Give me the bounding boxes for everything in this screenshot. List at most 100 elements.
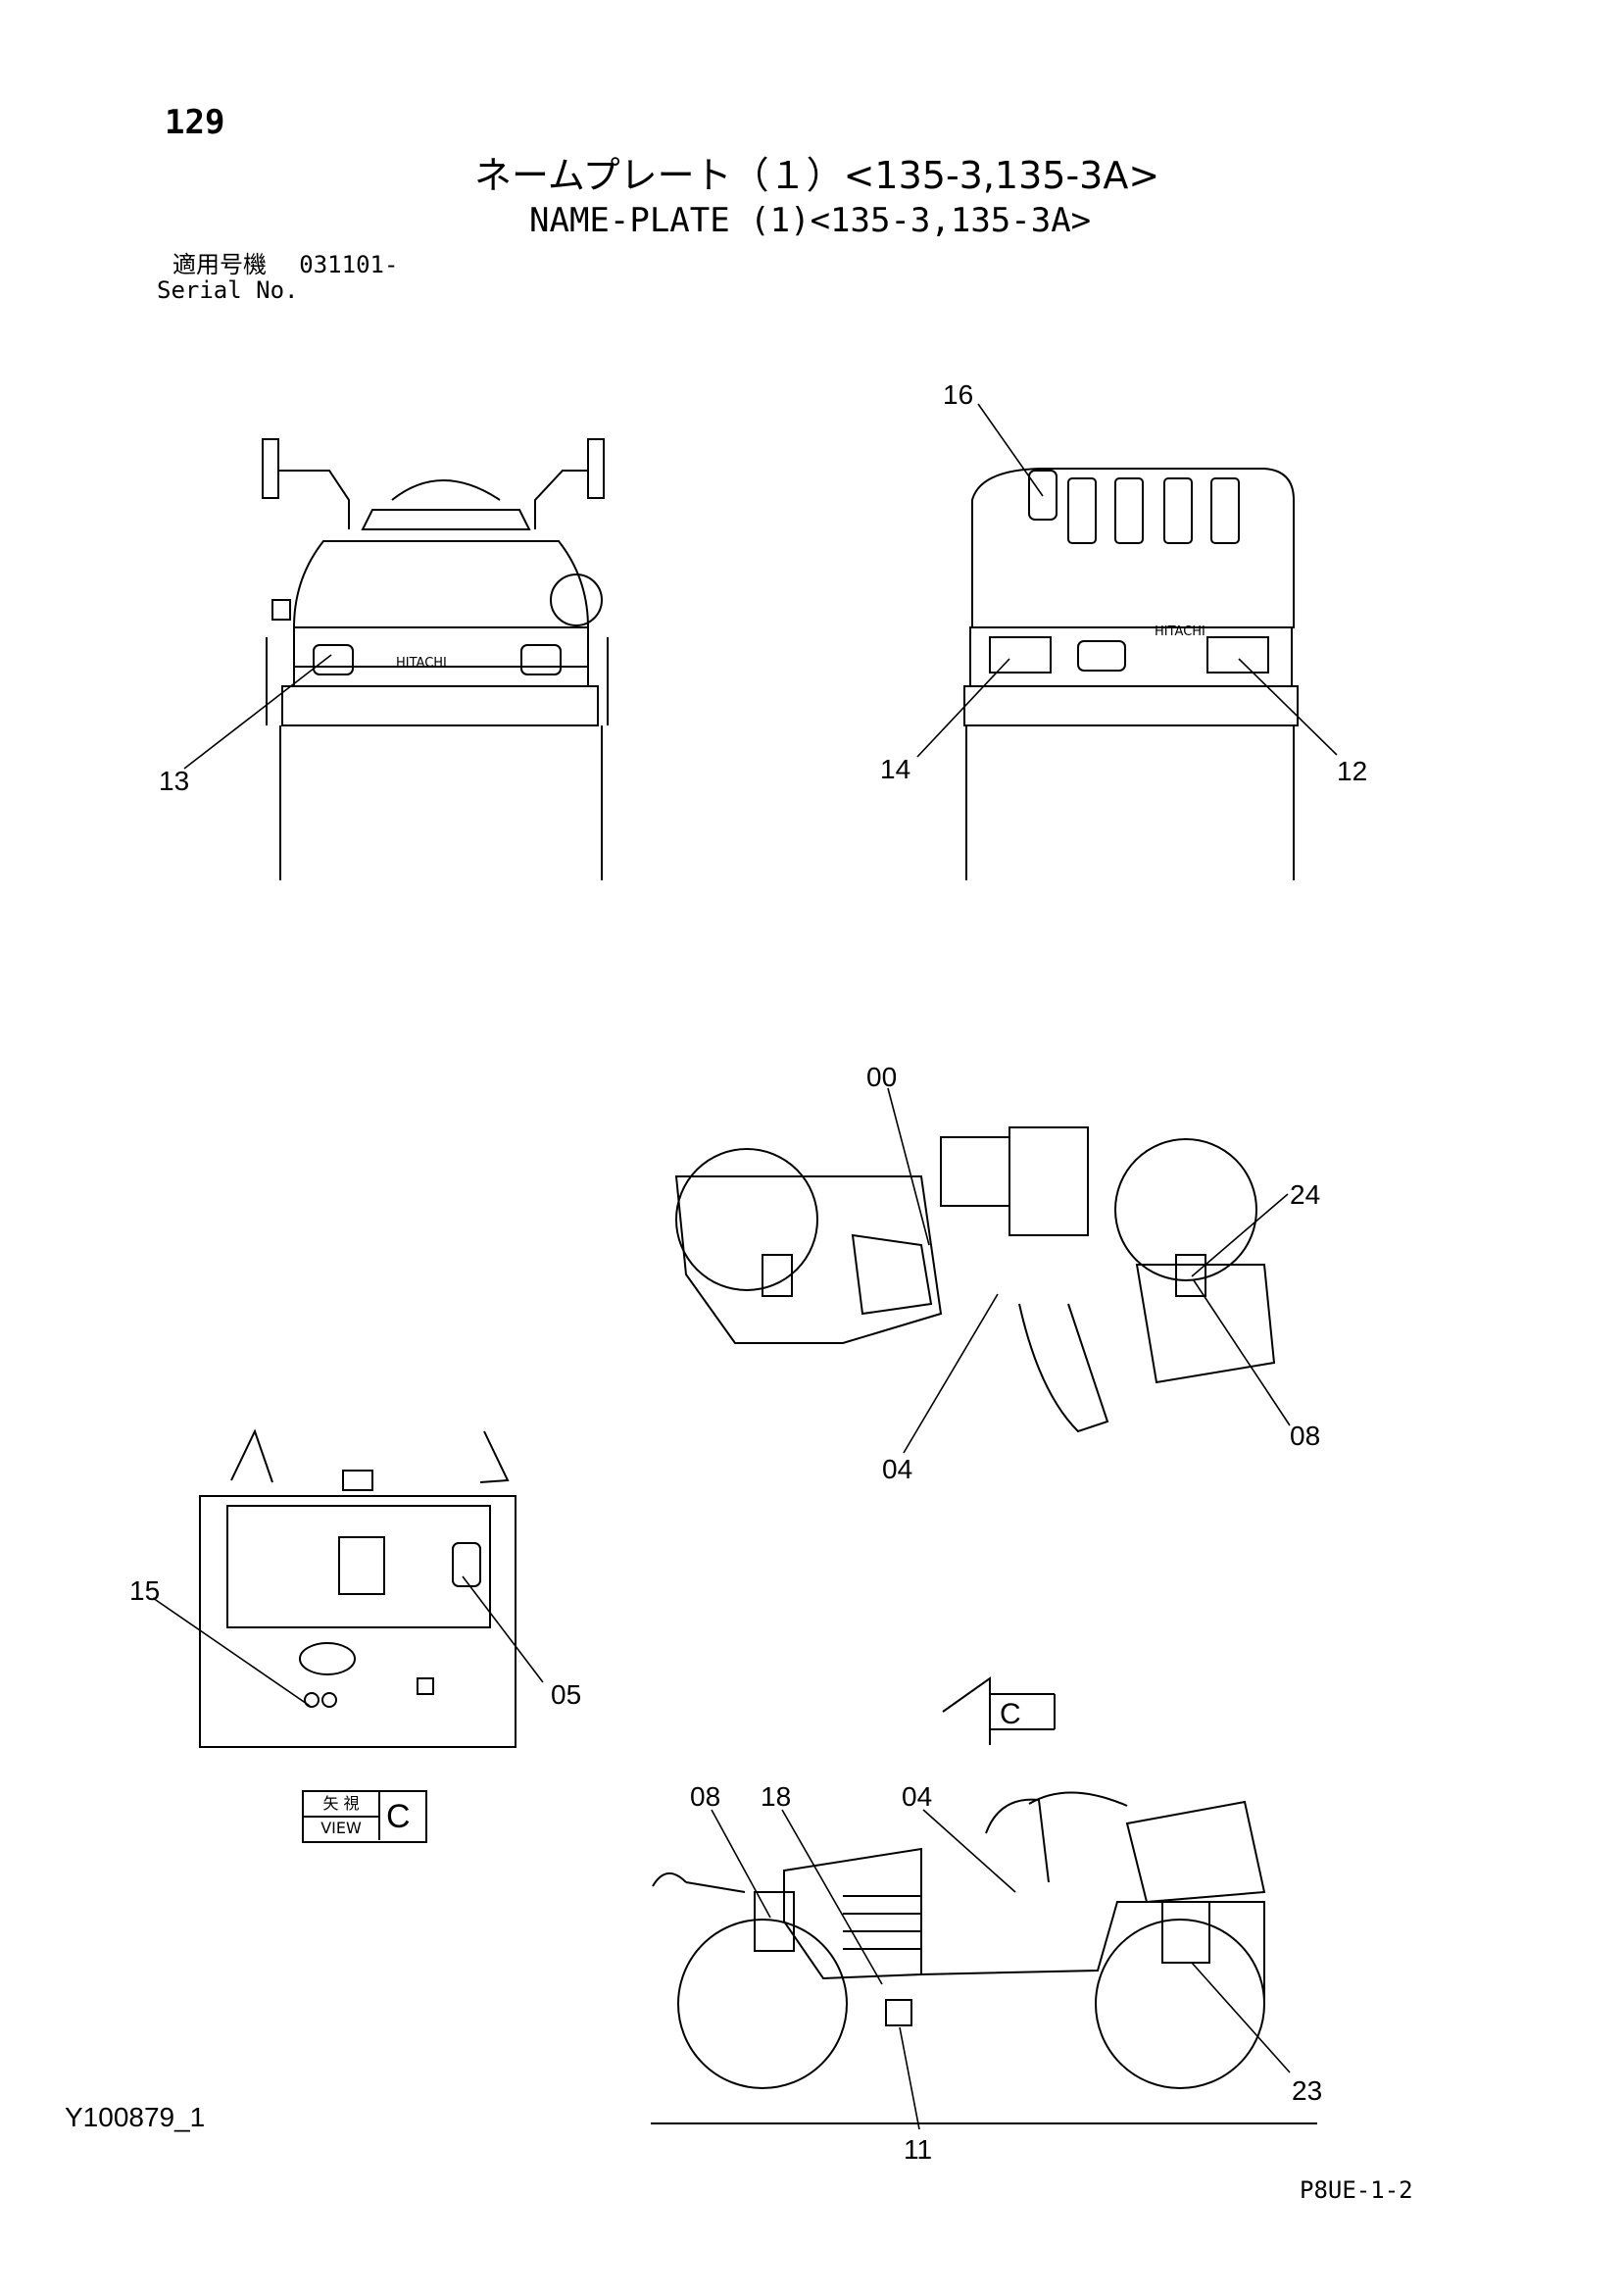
rear-handrails (266, 637, 609, 725)
view-c-knob-2 (321, 1692, 337, 1708)
view-arrow-letter: C (1000, 1698, 1021, 1730)
callout-04-top: 04 (882, 1454, 912, 1484)
rear-lamp-left (313, 644, 354, 675)
rear-bumper (281, 685, 599, 726)
rear-side-lamp (271, 599, 291, 621)
leader-24 (1191, 1193, 1289, 1277)
callout-08-top: 08 (1290, 1421, 1320, 1451)
view-label-japanese: 矢 視 (304, 1792, 380, 1818)
front-brand-decal: HITACHI (1155, 624, 1205, 639)
right-mirror-arm (534, 470, 588, 529)
view-c-switch-block (338, 1536, 385, 1595)
leader-08b (711, 1809, 771, 1919)
leader-13 (183, 654, 332, 770)
page-title-japanese: ネームプレート（１）<135-3,135-3A> (474, 154, 1160, 197)
left-mirror-arm (278, 470, 350, 529)
side-mirror-arm (685, 1881, 746, 1893)
rear-beacon-base (361, 509, 531, 530)
side-steering-wheel (1028, 1791, 1128, 1807)
front-vent-1 (1067, 477, 1097, 544)
front-vent-3 (1163, 477, 1193, 544)
rear-drum-sides (279, 725, 603, 880)
view-label-letter: C (386, 1798, 411, 1835)
callout-11: 11 (904, 2134, 932, 2165)
leader-05 (462, 1575, 544, 1683)
callout-15: 15 (129, 1575, 160, 1606)
callout-14: 14 (880, 754, 910, 784)
top-operator-block (1008, 1126, 1089, 1236)
callout-18: 18 (761, 1781, 791, 1812)
side-grille (843, 1895, 921, 1950)
right-mirror-shape (587, 438, 605, 499)
view-c-upper (226, 1505, 491, 1628)
leader-16 (977, 403, 1044, 497)
top-articulation (940, 1136, 1010, 1207)
leader-04b (922, 1809, 1016, 1893)
view-c-drawing (199, 1428, 516, 1748)
view-label-english: VIEW (304, 1817, 380, 1840)
callout-12: 12 (1337, 756, 1367, 786)
side-plate-front (1161, 1901, 1210, 1964)
view-c-panel (199, 1495, 516, 1748)
leader-00 (887, 1087, 930, 1246)
front-fuel-cap (1028, 470, 1057, 521)
top-rear-drum (675, 1148, 818, 1291)
callout-04-side: 04 (902, 1781, 932, 1812)
leader-04a (903, 1293, 999, 1454)
front-drum-sides (965, 725, 1295, 880)
leader-14 (916, 658, 1010, 758)
top-view-drawing (674, 1126, 1276, 1433)
rear-brand-decal: HITACHI (396, 656, 447, 671)
view-c-top-tab (342, 1470, 373, 1491)
front-plate-right (1206, 636, 1269, 674)
side-view-drawing (651, 1676, 1317, 2124)
serial-label-english: Serial No. (157, 276, 299, 304)
side-plate-rear (754, 1891, 795, 1952)
side-front-drum (1095, 1919, 1265, 2089)
callout-08-side: 08 (690, 1781, 720, 1812)
drawing-id: Y100879_1 (65, 2102, 206, 2132)
view-c-hole (299, 1642, 356, 1675)
serial-label-japanese: 適用号機 031101- (172, 253, 398, 276)
callout-00: 00 (866, 1062, 897, 1092)
top-engine-body (674, 1175, 943, 1344)
rear-roof-curve (391, 479, 501, 501)
leader-23 (1191, 1962, 1291, 2073)
front-vent-4 (1210, 477, 1240, 544)
side-step-decal (885, 1999, 912, 2026)
side-steering-column (985, 1798, 1050, 1883)
front-bumper (963, 685, 1299, 726)
view-c-socket (417, 1677, 434, 1695)
page-code: P8UE-1-2 (1300, 2176, 1413, 2204)
front-plate-left (989, 636, 1052, 674)
top-front-frame (1135, 1264, 1276, 1384)
serial-label-jp-text: 適用号機 (172, 251, 267, 278)
rear-light-round (550, 574, 603, 626)
view-c-gauge (452, 1542, 481, 1587)
view-c-right-mirror (479, 1430, 510, 1483)
left-mirror-shape (262, 438, 279, 499)
callout-16: 16 (943, 379, 973, 410)
callout-24: 24 (1290, 1179, 1320, 1210)
page-number: 129 (165, 103, 225, 142)
callout-13: 13 (159, 766, 189, 796)
top-plate-rear (762, 1254, 793, 1297)
side-frame (920, 1901, 1265, 2000)
front-vent-2 (1114, 477, 1144, 544)
side-mirror (652, 1872, 687, 1887)
leader-12 (1238, 658, 1338, 756)
top-front-drum (1114, 1138, 1257, 1281)
front-lamp (1077, 640, 1126, 672)
leader-15 (152, 1597, 311, 1707)
serial-number-value: 031101- (299, 251, 399, 278)
leader-lines (152, 403, 1338, 2130)
callout-numbers: 16 13 14 12 00 24 04 08 15 05 08 18 04 2… (129, 379, 1367, 2165)
callout-05: 05 (551, 1679, 581, 1710)
leader-11 (899, 2026, 920, 2130)
rear-hood (293, 540, 589, 668)
view-c-knob-1 (304, 1692, 320, 1708)
front-hood (971, 468, 1295, 628)
rear-view-drawing (262, 438, 609, 880)
leader-18 (781, 1809, 883, 1985)
